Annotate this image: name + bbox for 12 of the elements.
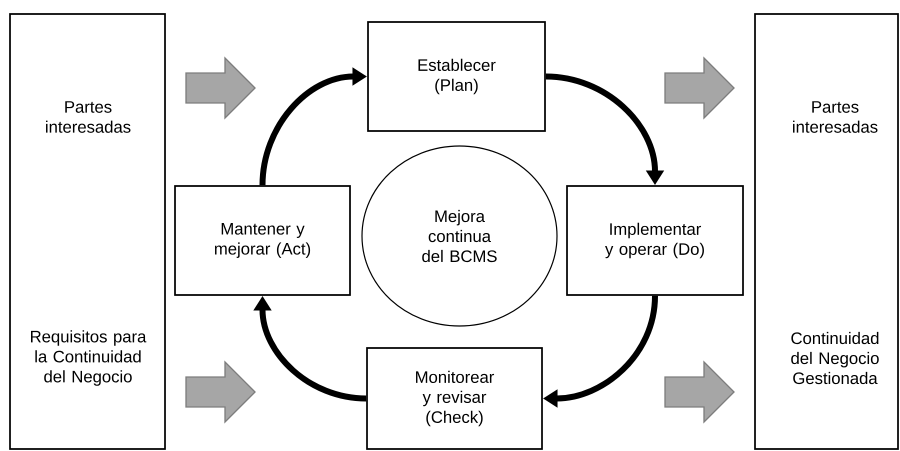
process-box: Mantener y mejorar (Act) — [174, 185, 351, 296]
block-arrow — [664, 56, 735, 120]
panel-text: Requisitos para la Continuidad del Negocio — [31, 330, 146, 386]
process-box: Establecer (Plan) — [367, 21, 546, 132]
process-box: Monitorear y revisar (Check) — [366, 347, 543, 450]
panel-text: Partes interesadas — [793, 101, 878, 133]
block-arrow — [185, 360, 256, 424]
block-arrow — [664, 360, 735, 424]
process-box: Implementar y operar (Do) — [566, 185, 744, 296]
block-arrow — [185, 56, 256, 120]
panel-text: Partes interesadas — [46, 101, 130, 133]
panel-text: Continuidad del Negocio Gestionada — [791, 332, 879, 384]
